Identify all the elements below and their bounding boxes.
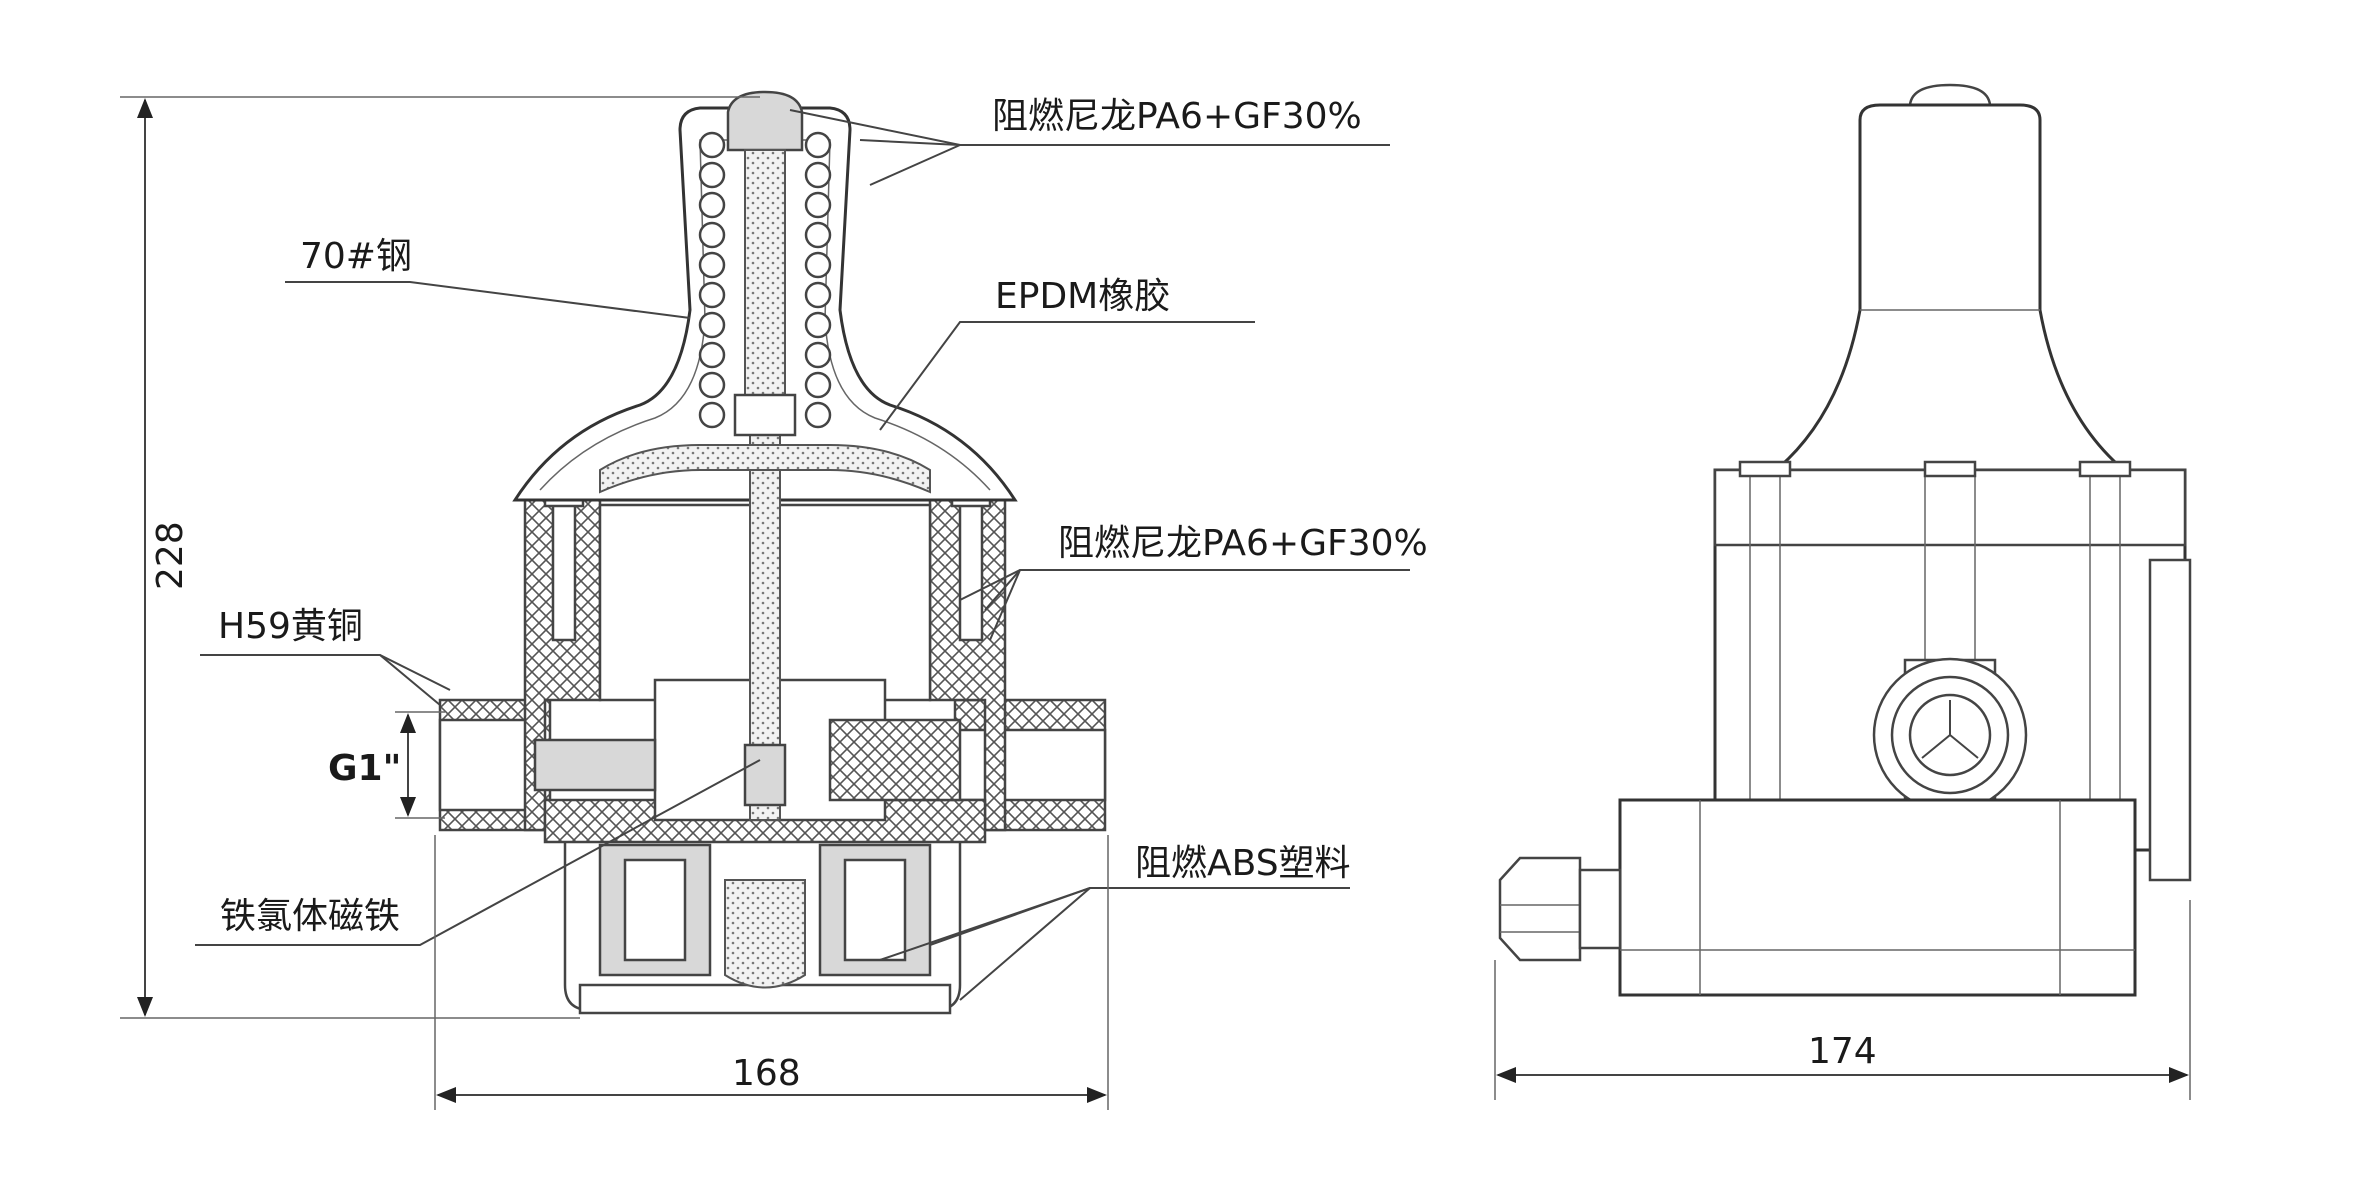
screw-left (551, 498, 577, 642)
side-outlet (2148, 558, 2192, 882)
cap-knob (726, 90, 804, 152)
side-cap-knob (1908, 83, 1992, 107)
magnet (743, 743, 787, 807)
spring (698, 131, 832, 429)
dimensions-right (1494, 900, 2191, 1100)
callout-body-material: 阻燃尼龙PA6+GF30% (1058, 523, 1428, 564)
side-lower-box (1618, 798, 2137, 997)
leader-lines (195, 109, 1410, 1001)
dimension-width-side: 174 (1808, 1031, 1877, 1072)
side-dome (1765, 103, 2135, 477)
base-rim (578, 983, 952, 1015)
callout-base-material: 阻燃ABS塑料 (1135, 843, 1351, 884)
callout-diaphragm-material: EPDM橡胶 (995, 276, 1170, 317)
callout-spring-material: 70#钢 (300, 236, 412, 277)
dimension-width-section: 168 (732, 1053, 801, 1094)
check-valve-left (533, 738, 657, 792)
piston-head (733, 393, 797, 437)
dimensions-left (120, 96, 1109, 1110)
callout-top-material: 阻燃尼龙PA6+GF30% (992, 96, 1362, 137)
fitting-left-bore (438, 718, 532, 812)
screw-right (958, 498, 984, 642)
check-valve-right (828, 718, 962, 802)
dimension-height: 228 (150, 521, 191, 590)
dimension-thread: G1" (328, 748, 401, 789)
section-view (438, 90, 1107, 1015)
magnet-chamber (724, 879, 806, 989)
fitting-right-bore (953, 728, 1107, 802)
cable-gland (1498, 856, 1582, 962)
callout-fitting-material: H59黄铜 (218, 606, 363, 647)
side-view (1498, 83, 2192, 997)
diaphragm (599, 444, 931, 494)
callout-magnet-material: 铁氯体磁铁 (220, 896, 400, 937)
piston-rod (744, 149, 786, 396)
